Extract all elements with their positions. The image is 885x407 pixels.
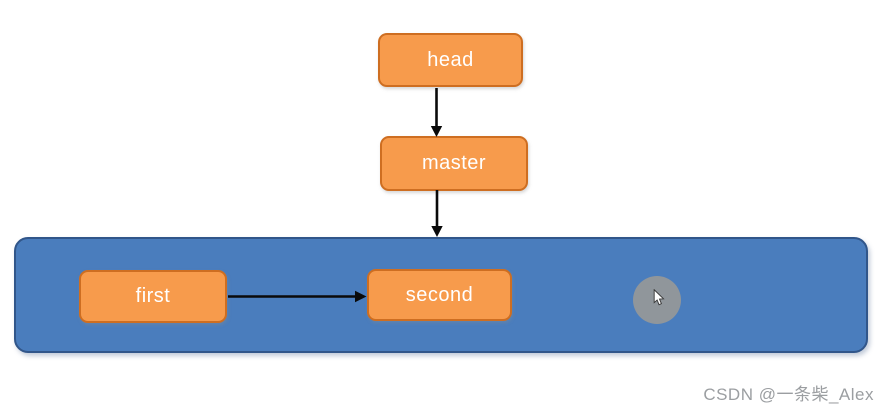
edge-head-master <box>430 88 443 137</box>
cursor-halo <box>633 276 681 324</box>
mouse-pointer-icon <box>653 289 665 306</box>
node-second: second <box>367 269 512 321</box>
watermark: CSDN @一条柴_Alex <box>703 385 874 404</box>
branch-container: first second <box>14 237 868 353</box>
node-master: master <box>380 136 528 191</box>
node-first: first <box>79 270 227 323</box>
edge-master-container <box>431 190 443 237</box>
node-head: head <box>378 33 523 87</box>
